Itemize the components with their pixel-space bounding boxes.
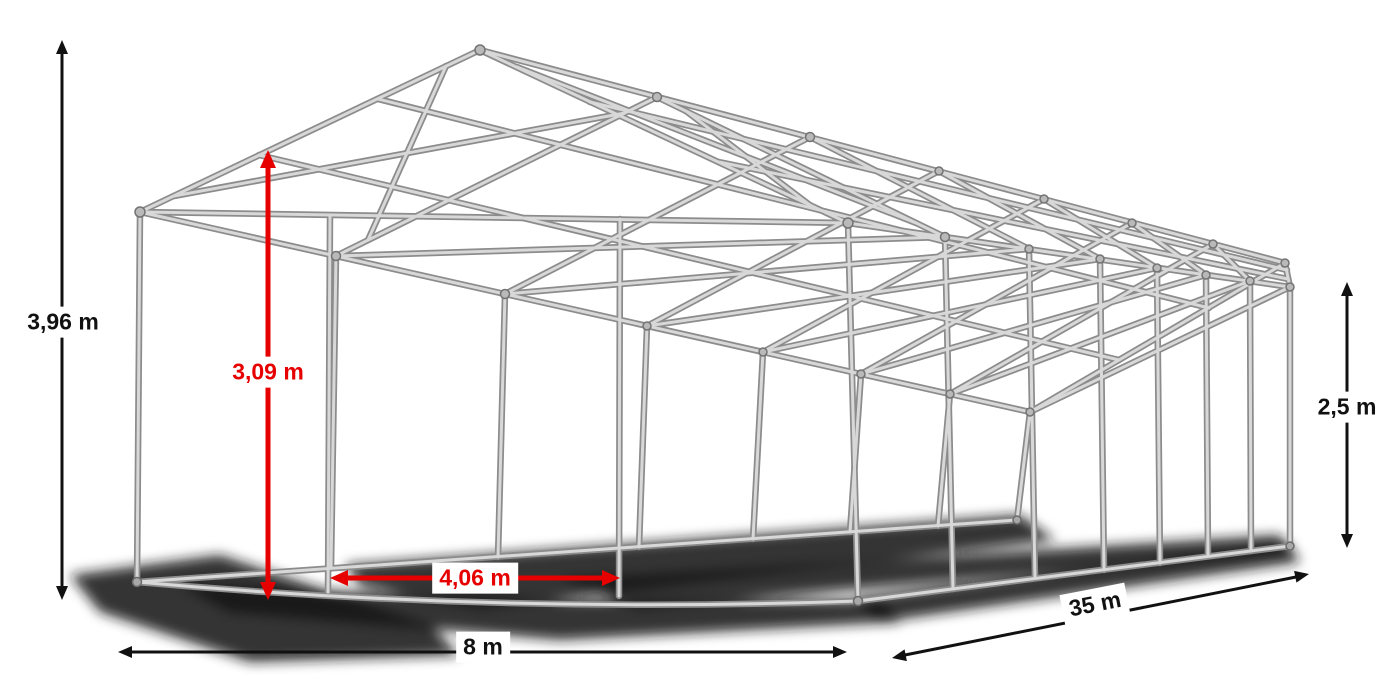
inner-height-label: 3,09 m (225, 356, 311, 388)
total-height-label: 3,96 m (20, 306, 106, 338)
frame-joints (131, 44, 1295, 607)
opening-width-label: 4,06 m (432, 562, 518, 594)
side-height-label: 2,5 m (1310, 391, 1384, 423)
front-width-label: 8 m (456, 631, 510, 663)
